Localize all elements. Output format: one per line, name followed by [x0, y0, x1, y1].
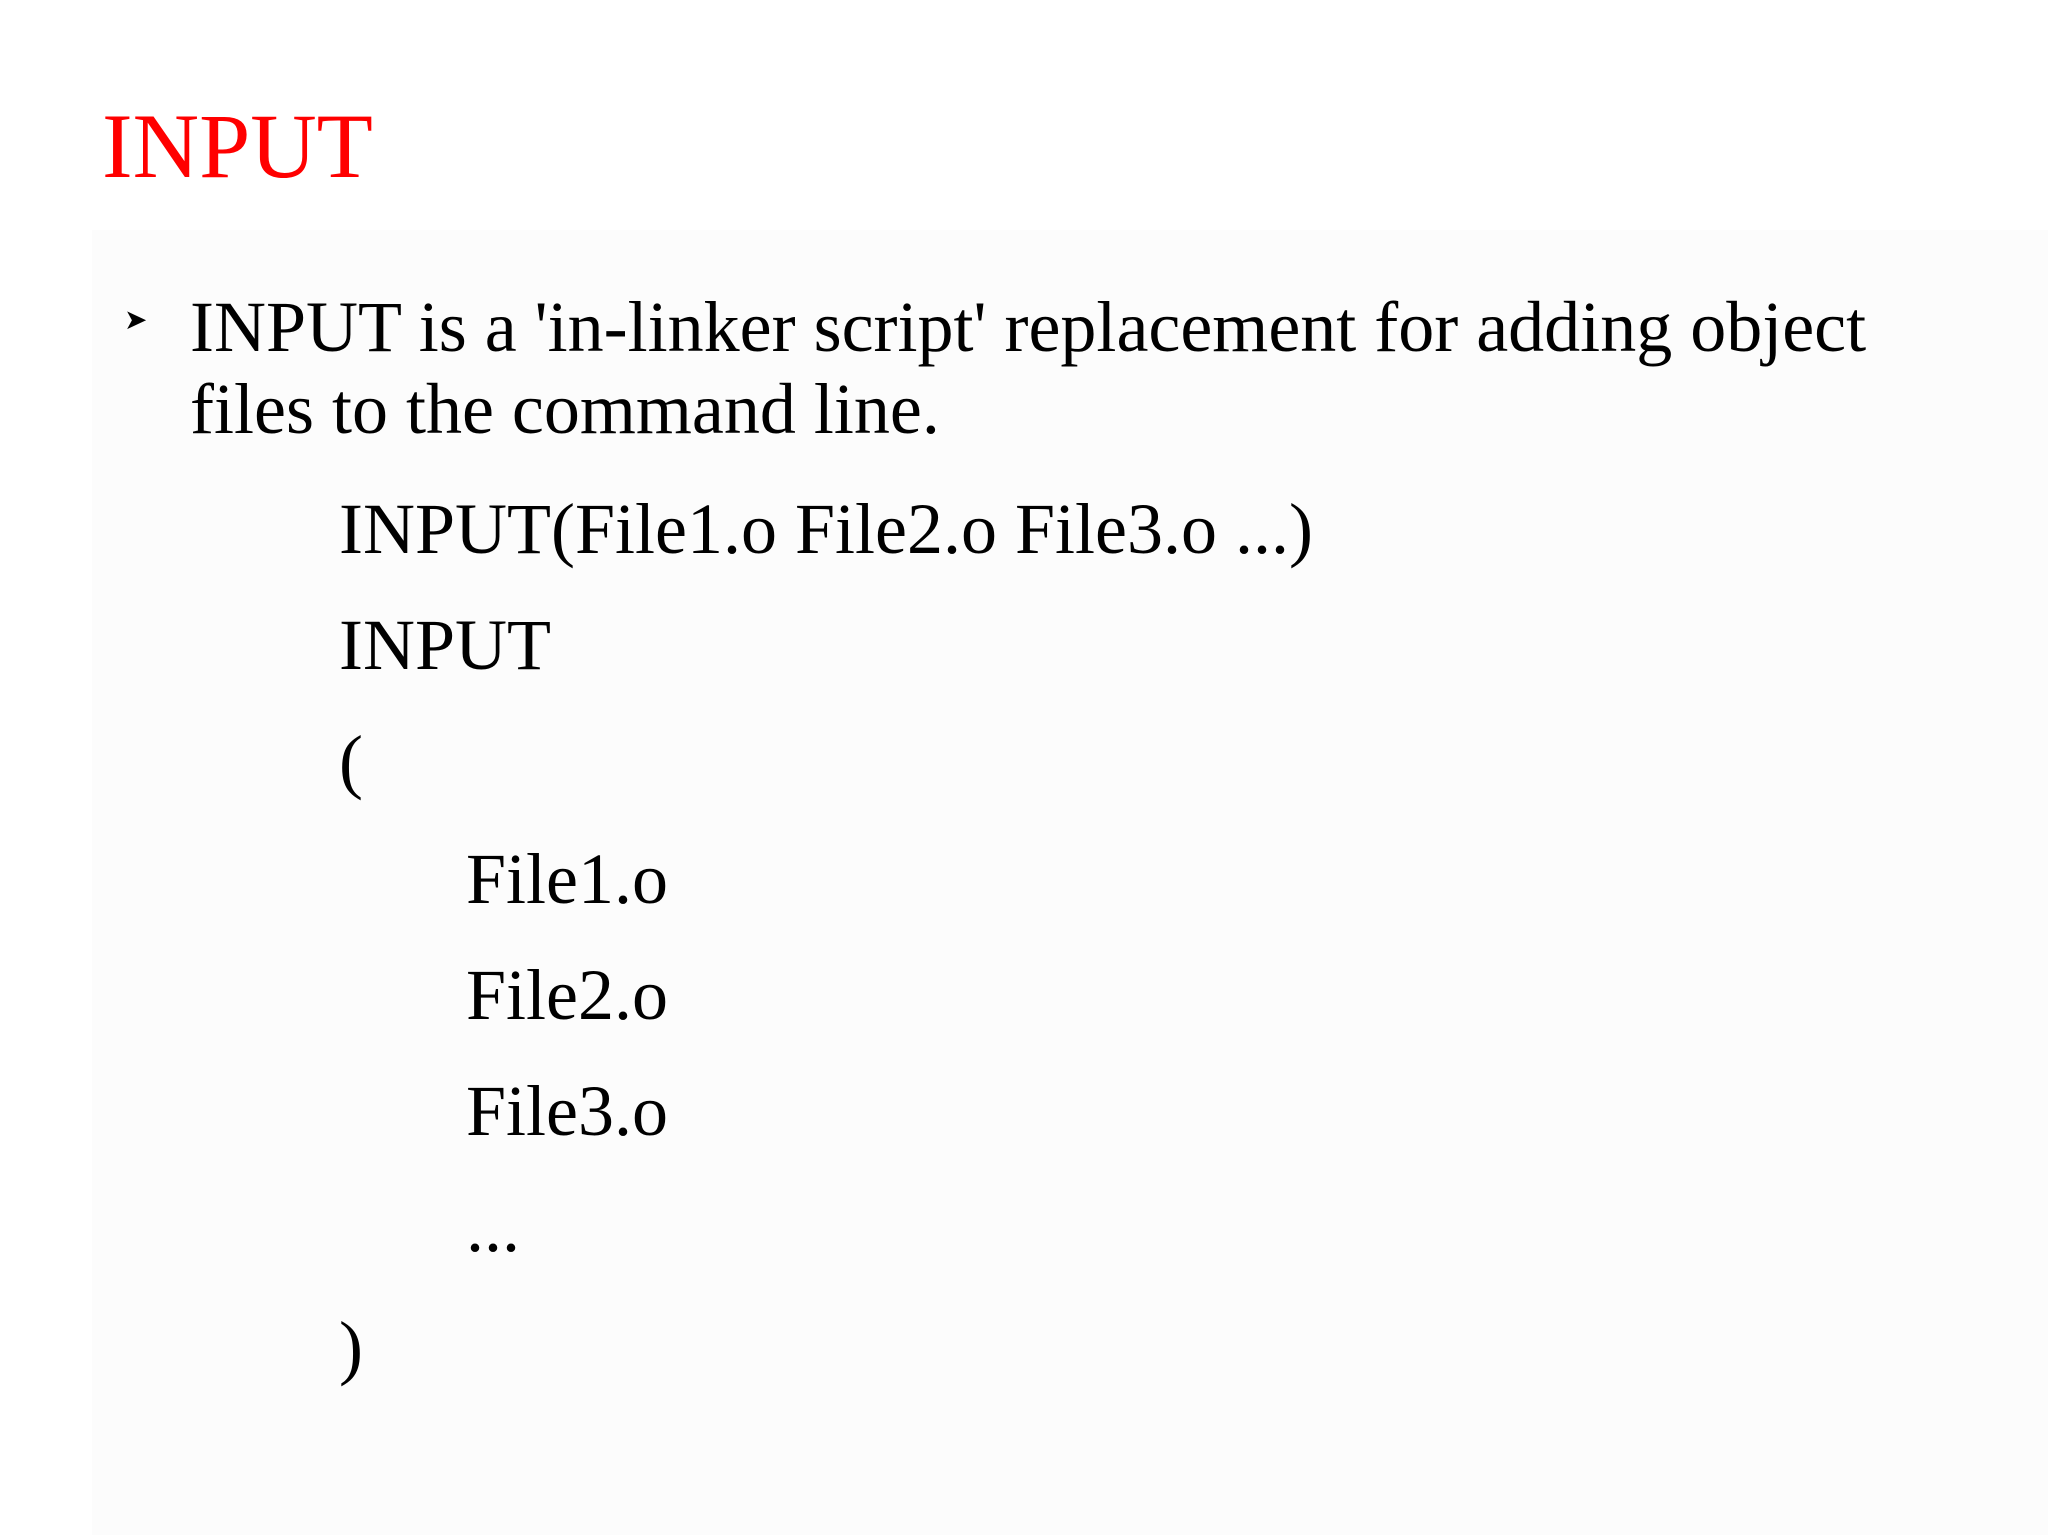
code-file2: File2.o — [466, 955, 669, 1035]
code-open-paren: ( — [339, 721, 363, 801]
code-file3: File3.o — [466, 1071, 669, 1151]
code-keyword: INPUT — [339, 605, 551, 685]
bullet-text: INPUT is a 'in-linker script' replacemen… — [190, 286, 1970, 450]
code-one-liner: INPUT(File1.o File2.o File3.o ...) — [339, 489, 1313, 569]
bullet-arrow-icon: ➤ — [124, 303, 148, 336]
bullet-line-2: files to the command line. — [190, 369, 940, 449]
code-ellipsis: ... — [466, 1187, 520, 1267]
code-close-paren: ) — [339, 1307, 363, 1387]
bullet-line-1: INPUT is a 'in-linker script' replacemen… — [190, 287, 1867, 367]
slide-title: INPUT — [102, 95, 373, 197]
code-file1: File1.o — [466, 839, 669, 919]
content-area — [92, 230, 2048, 1535]
